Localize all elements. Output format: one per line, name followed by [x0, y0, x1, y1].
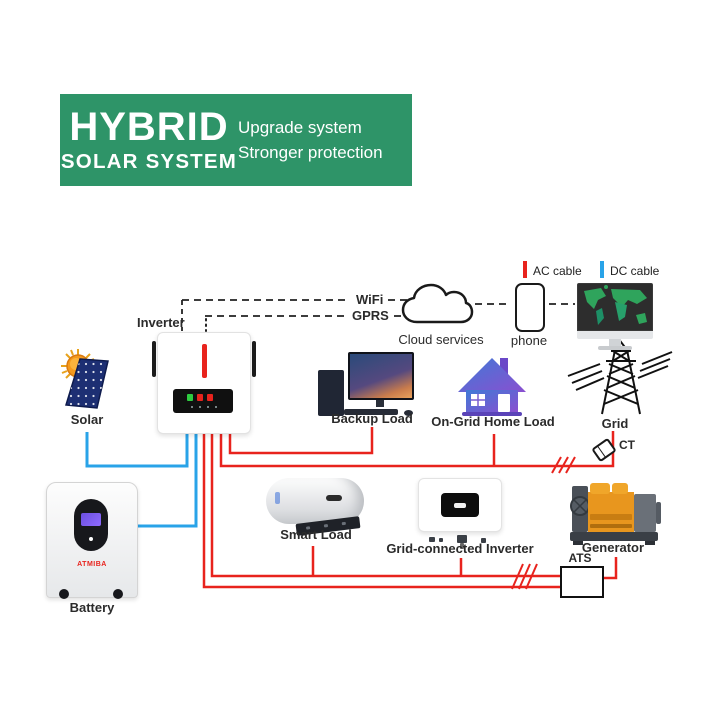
ct-label: CT — [619, 438, 635, 452]
wire-inverter-to-backup-load — [228, 427, 374, 455]
battery-wheel-left — [59, 589, 69, 599]
home-load-icon — [458, 358, 526, 416]
smart-load-icon — [266, 476, 370, 538]
ats-box — [560, 566, 604, 598]
wire-inverter-to-grid — [219, 430, 615, 468]
gprs-label: GPRS — [352, 308, 389, 323]
backup-load-icon — [316, 352, 416, 418]
ac-cable-label: AC cable — [533, 264, 582, 278]
pc-tower — [318, 370, 344, 416]
banner-tagline-1: Upgrade system — [238, 117, 362, 137]
phase-slashes-grid-bus — [551, 456, 576, 474]
solar-label: Solar — [70, 412, 104, 427]
solar-panel-icon — [65, 358, 109, 409]
backup-load-label: Backup Load — [331, 411, 413, 426]
inverter-label: Inverter — [137, 315, 185, 330]
grid-label: Grid — [601, 416, 629, 431]
ct-clamp-icon — [592, 438, 616, 462]
banner: HYBRID SOLAR SYSTEM Upgrade system Stron… — [60, 94, 412, 186]
phone-icon — [515, 283, 545, 332]
grid-connected-inverter-device — [418, 478, 502, 549]
heater-cylinder — [266, 478, 364, 524]
gci-connector — [457, 535, 467, 543]
pc-monitor — [348, 352, 414, 400]
banner-title-block: HYBRID SOLAR SYSTEM — [60, 107, 238, 174]
pc-keyboard — [344, 409, 398, 415]
inverter-right-bracket — [252, 341, 256, 377]
pc-mouse — [404, 410, 413, 416]
ongrid-home-load-label: On-Grid Home Load — [431, 414, 555, 429]
cloud-services-label: Cloud services — [398, 332, 484, 347]
grid-tower-icon — [567, 340, 673, 415]
smart-load-label: Smart Load — [280, 527, 352, 542]
banner-subtitle: SOLAR SYSTEM — [60, 149, 238, 173]
banner-title: HYBRID — [69, 104, 229, 149]
generator-label: Generator — [581, 540, 645, 555]
wire-inverter-to-ats-left — [210, 430, 569, 578]
dc-cable-swatch — [600, 261, 604, 278]
world-map-screen — [577, 283, 653, 331]
battery-display — [74, 499, 108, 551]
inverter-device — [152, 332, 256, 434]
wire-inverter-to-ats-bottom — [202, 430, 579, 589]
wifi-label: WiFi — [356, 292, 384, 307]
world-map — [584, 285, 647, 325]
banner-tagline-2: Stronger protection — [238, 143, 383, 162]
phase-slashes-bottom-bus — [511, 563, 538, 590]
grid-connected-inverter-label: Grid-connected Inverter — [386, 541, 534, 556]
wire-solar-to-inverter — [85, 432, 189, 468]
battery-button — [89, 537, 93, 541]
inverter-display — [173, 389, 233, 413]
battery-wheel-right — [113, 589, 123, 599]
inverter-left-bracket — [152, 341, 156, 377]
battery-brand-logo: ATMIBA — [77, 561, 107, 568]
phone-label: phone — [510, 333, 548, 348]
banner-taglines: Upgrade system Stronger protection — [238, 115, 383, 166]
generator-icon — [570, 483, 661, 545]
battery-screen — [81, 513, 101, 526]
monitoring-screen — [577, 283, 653, 353]
inverter-red-stripe — [202, 344, 207, 378]
gci-screen — [441, 493, 479, 517]
ac-cable-swatch — [523, 261, 527, 278]
cloud-icon — [401, 283, 474, 324]
battery-device: ATMIBA — [46, 482, 138, 599]
wire-battery-to-inverter — [134, 432, 198, 528]
battery-label: Battery — [69, 600, 115, 615]
dc-cable-label: DC cable — [610, 264, 660, 278]
ats-label: ATS — [568, 551, 592, 565]
heater-vent — [326, 495, 342, 501]
